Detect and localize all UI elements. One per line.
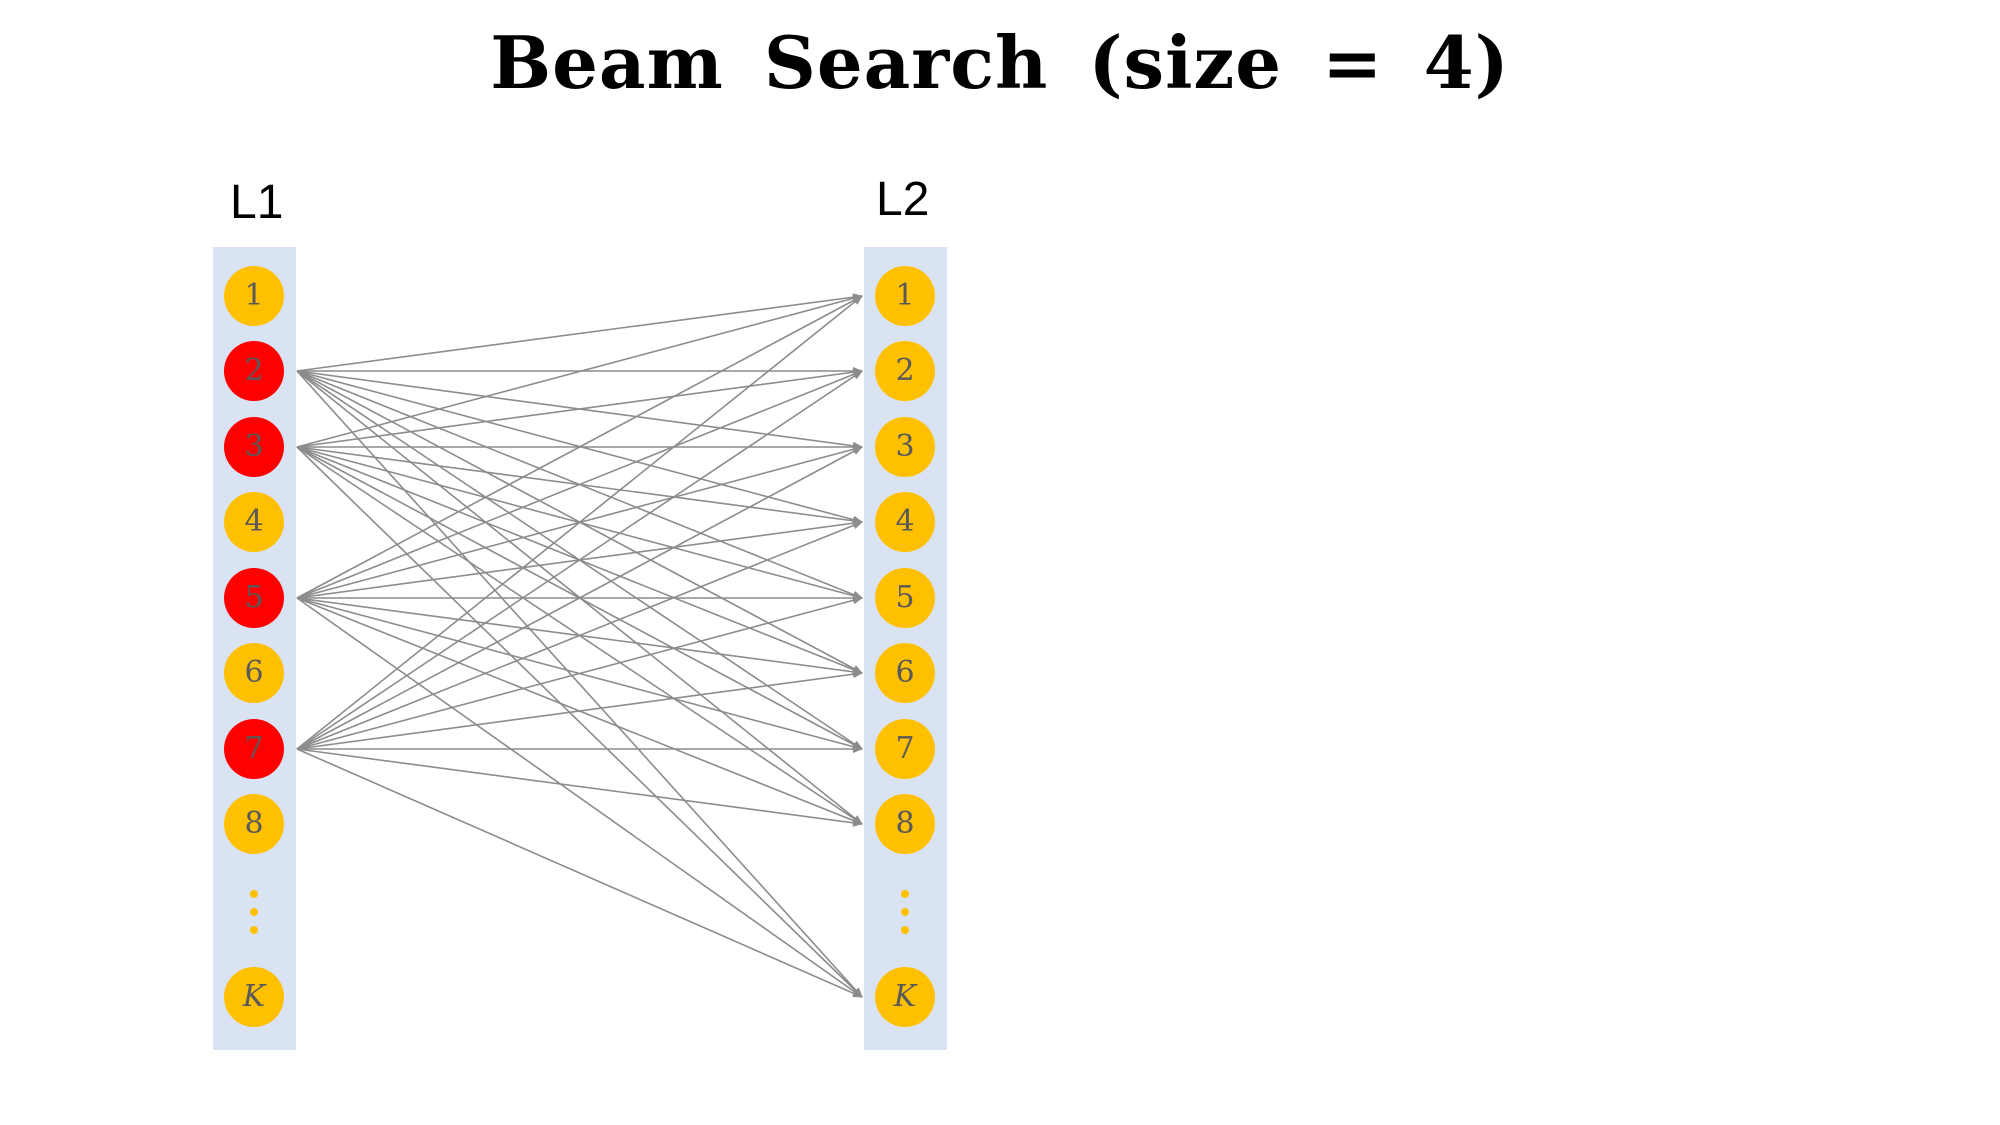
node-label-l2-6: 6 bbox=[895, 655, 914, 690]
edge-7-to-4 bbox=[296, 521, 863, 750]
node-l2-5 bbox=[875, 568, 935, 628]
slide-title: Beam Search (size = 4) bbox=[490, 20, 1510, 105]
node-group-l1: 1 2 3 4 5 6 7 8K bbox=[224, 266, 284, 1027]
edge-group bbox=[296, 293, 863, 998]
edge-2-to-1 bbox=[296, 293, 863, 372]
edge-3-to-K bbox=[296, 446, 863, 998]
node-l2-3 bbox=[875, 417, 935, 477]
node-label-l1-6: 6 bbox=[244, 655, 263, 690]
node-label-l1-5: 5 bbox=[244, 580, 263, 615]
node-label-l1-1: 1 bbox=[244, 278, 263, 313]
node-label-l2-8: 8 bbox=[895, 806, 914, 841]
node-label-l2-4: 4 bbox=[895, 504, 914, 539]
node-l2-2 bbox=[875, 341, 935, 401]
ellipsis-dot-l1-2 bbox=[250, 908, 258, 916]
node-l1-4 bbox=[224, 492, 284, 552]
node-l2-7 bbox=[875, 719, 935, 779]
edge-7-to-K bbox=[296, 748, 863, 998]
edge-3-to-2 bbox=[296, 368, 863, 448]
node-l1-3-selected bbox=[224, 417, 284, 477]
node-label-l1-7: 7 bbox=[244, 731, 263, 766]
node-label-l2-2: 2 bbox=[895, 353, 914, 388]
edge-5-to-1 bbox=[296, 295, 863, 599]
node-l1-1 bbox=[224, 266, 284, 326]
node-label-l1-2: 2 bbox=[244, 353, 263, 388]
node-label-l1-K: K bbox=[242, 979, 267, 1014]
edge-5-to-2 bbox=[296, 370, 863, 599]
node-l2-1 bbox=[875, 266, 935, 326]
node-l1-2-selected bbox=[224, 341, 284, 401]
edge-7-to-6 bbox=[296, 670, 863, 750]
node-l2-6 bbox=[875, 643, 935, 703]
layer-label-l2: L2 bbox=[876, 173, 930, 226]
node-label-l2-K: K bbox=[893, 979, 918, 1014]
node-label-l2-5: 5 bbox=[895, 580, 914, 615]
ellipsis-dot-l1-1 bbox=[250, 890, 258, 898]
edge-7-to-8 bbox=[296, 748, 863, 827]
node-l2-4 bbox=[875, 492, 935, 552]
node-label-l1-3: 3 bbox=[244, 429, 263, 464]
edge-2-to-K bbox=[296, 370, 863, 998]
node-l1-5-selected bbox=[224, 568, 284, 628]
node-l1-6 bbox=[224, 643, 284, 703]
node-label-l1-4: 4 bbox=[244, 504, 263, 539]
node-l1-8 bbox=[224, 794, 284, 854]
node-l2-8 bbox=[875, 794, 935, 854]
edge-7-to-5 bbox=[296, 596, 863, 750]
node-label-l2-1: 1 bbox=[895, 278, 914, 313]
node-l1-K bbox=[224, 967, 284, 1027]
ellipsis-dot-l2-1 bbox=[901, 890, 909, 898]
node-label-l1-8: 8 bbox=[244, 806, 263, 841]
node-l2-K bbox=[875, 967, 935, 1027]
edge-7-to-3 bbox=[296, 446, 863, 750]
edge-7-to-1 bbox=[296, 295, 863, 750]
ellipsis-dot-l2-2 bbox=[901, 908, 909, 916]
ellipsis-dot-l1-3 bbox=[250, 926, 258, 934]
node-label-l2-3: 3 bbox=[895, 429, 914, 464]
node-label-l2-7: 7 bbox=[895, 731, 914, 766]
node-l1-7-selected bbox=[224, 719, 284, 779]
edge-5-to-K bbox=[296, 597, 863, 998]
ellipsis-dot-l2-3 bbox=[901, 926, 909, 934]
edge-7-to-2 bbox=[296, 370, 863, 750]
node-group-l2: 1 2 3 4 5 6 7 8K bbox=[875, 266, 935, 1027]
layer-label-l1: L1 bbox=[230, 176, 284, 229]
edge-3-to-1 bbox=[296, 294, 863, 448]
